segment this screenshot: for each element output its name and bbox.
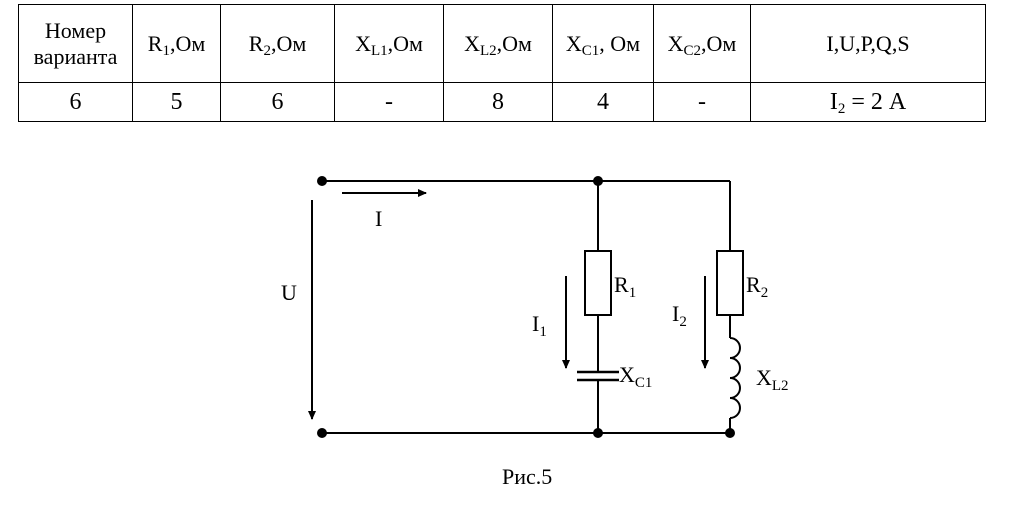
terminal-top	[317, 176, 327, 186]
header-variant: Номер варианта	[18, 4, 133, 83]
header-xl2: XL2,Ом	[443, 4, 553, 83]
label-capacitor-xc1: XC1	[619, 362, 652, 391]
value-r2: 6	[220, 82, 335, 122]
label-resistor-r2: R2	[746, 272, 768, 301]
value-variant: 6	[18, 82, 133, 122]
table-row: 6 5 6 - 8 4 - I2 = 2 А	[18, 82, 986, 122]
terminal-bottom	[317, 428, 327, 438]
node-bottom	[593, 428, 603, 438]
figure-caption: Рис.5	[502, 464, 552, 489]
parameters-table: Номер варианта R1,Ом R2,Ом XL1,Ом XL2,Ом…	[18, 4, 986, 122]
value-r1: 5	[132, 82, 221, 122]
terminals-and-nodes	[317, 176, 735, 438]
label-voltage-u: U	[281, 280, 297, 305]
label-current-i1: I1	[532, 311, 547, 340]
header-xc2: XC2,Ом	[653, 4, 751, 83]
node-bottom-right	[725, 428, 735, 438]
label-resistor-r1: R1	[614, 272, 636, 301]
label-current-i2: I2	[672, 301, 687, 330]
resistor-r1	[584, 250, 612, 316]
inductor-xl2	[729, 337, 741, 419]
resistor-r2	[716, 250, 744, 316]
capacitor-xc1	[577, 370, 619, 382]
header-r2: R2,Ом	[220, 4, 335, 83]
node-top	[593, 176, 603, 186]
label-current-i: I	[375, 206, 382, 231]
header-xc1: XC1, Ом	[552, 4, 654, 83]
header-xl1: XL1,Ом	[334, 4, 444, 83]
value-xl2: 8	[443, 82, 553, 122]
value-xl1: -	[334, 82, 444, 122]
label-inductor-xl2: XL2	[756, 365, 789, 394]
value-xc2: -	[653, 82, 751, 122]
table-header-row: Номер варианта R1,Ом R2,Ом XL1,Ом XL2,Ом…	[18, 4, 986, 83]
wires	[322, 180, 731, 434]
value-xc1: 4	[552, 82, 654, 122]
arrows	[308, 189, 709, 420]
value-given: I2 = 2 А	[750, 82, 986, 122]
